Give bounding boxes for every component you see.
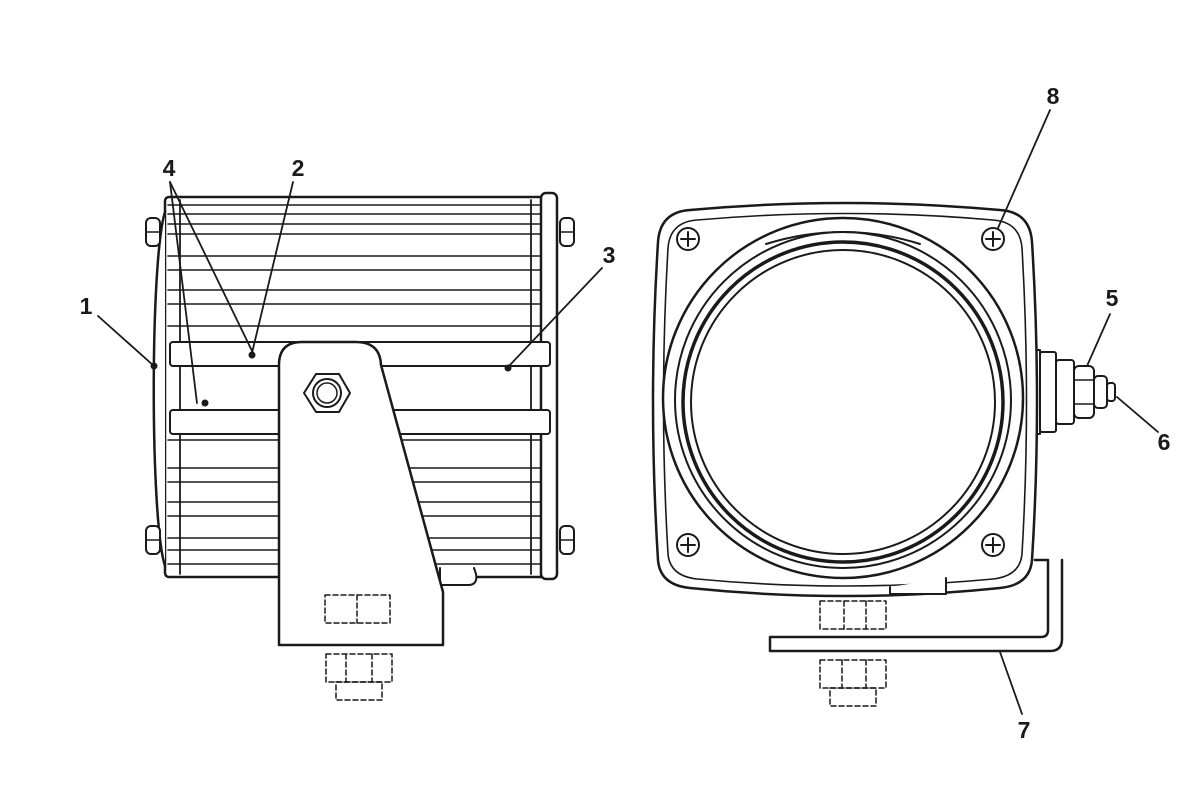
leader-3 <box>507 267 603 368</box>
callout-5: 5 <box>1106 285 1119 311</box>
cable-gland <box>1039 351 1116 433</box>
callout-6: 6 <box>1158 429 1171 455</box>
callout-labels: 1 2 3 4 5 6 7 8 <box>80 83 1171 743</box>
leader-6 <box>1116 396 1159 433</box>
callout-8: 8 <box>1047 83 1060 109</box>
front-bottom-tab <box>889 577 947 595</box>
side-view <box>145 191 575 701</box>
front-hidden-fasteners <box>819 600 887 707</box>
leader-7 <box>999 651 1023 715</box>
leader-dots <box>150 351 512 407</box>
callout-1: 1 <box>80 293 93 319</box>
side-bracket <box>277 340 445 647</box>
rear-bolts <box>559 217 575 555</box>
leader-5 <box>1086 313 1111 367</box>
mounting-bracket <box>768 558 1064 653</box>
front-lens-edge <box>152 210 167 568</box>
leader-4b <box>169 181 254 354</box>
side-connector <box>439 567 478 586</box>
callout-7: 7 <box>1018 717 1031 743</box>
callout-3: 3 <box>603 242 616 268</box>
leader-2 <box>251 181 294 354</box>
leader-lines <box>97 109 1159 715</box>
leader-4a <box>169 181 198 404</box>
lens <box>661 216 1025 580</box>
front-bolts <box>145 217 161 555</box>
callout-2: 2 <box>292 155 305 181</box>
side-hidden-fasteners <box>324 594 393 701</box>
front-view <box>651 201 1116 707</box>
corner-screws <box>676 227 1005 557</box>
leader-1 <box>97 315 155 367</box>
leader-8 <box>997 109 1051 229</box>
rear-cover <box>539 191 559 581</box>
callout-4: 4 <box>163 155 176 181</box>
side-hex-nut <box>303 373 351 413</box>
